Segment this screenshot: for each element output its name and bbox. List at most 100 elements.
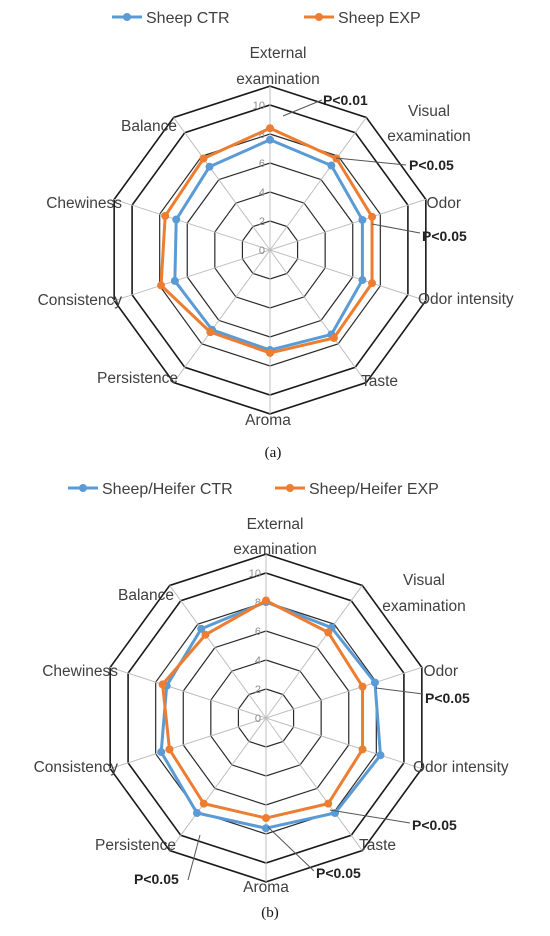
- axis-spoke: [265, 717, 363, 851]
- data-point: [266, 348, 274, 357]
- data-point: [199, 799, 208, 808]
- data-point: [329, 333, 338, 342]
- tick-label: 0: [255, 713, 261, 725]
- tick-label: 2: [255, 684, 261, 696]
- radar-chart-b: 0246810ExternalexaminationVisualexaminat…: [34, 481, 509, 921]
- legend-swatch-marker: [286, 484, 294, 492]
- axis-spoke: [173, 117, 271, 251]
- category-label: Consistency: [38, 292, 123, 309]
- axis-spoke: [110, 717, 267, 770]
- axis-spoke: [114, 198, 271, 251]
- axis-spoke: [173, 249, 271, 383]
- category-label: examination: [236, 71, 320, 88]
- significance-label: P<0.05: [425, 690, 470, 706]
- tick-label: 8: [255, 597, 261, 609]
- legend-label: Sheep/Heifer EXP: [309, 481, 439, 498]
- axis-spoke: [269, 249, 426, 302]
- tick-label: 10: [249, 568, 261, 580]
- tick-label: 6: [259, 158, 265, 170]
- data-point: [157, 748, 166, 757]
- data-point: [368, 212, 377, 221]
- data-point: [266, 135, 274, 144]
- axis-spoke: [269, 198, 426, 251]
- category-label: External: [247, 516, 304, 533]
- tick-label: 4: [255, 655, 261, 667]
- data-point: [327, 161, 336, 170]
- tick-label: 6: [255, 626, 261, 638]
- significance-label: P<0.05: [422, 228, 467, 244]
- category-label: Aroma: [245, 412, 291, 429]
- category-label: examination: [382, 598, 466, 615]
- data-point: [197, 624, 206, 633]
- tick-label: 4: [259, 187, 265, 199]
- category-label: Odor intensity: [418, 291, 514, 308]
- significance-label: P<0.05: [409, 157, 454, 173]
- category-label: Odor: [424, 663, 458, 680]
- axis-spoke: [269, 249, 367, 383]
- data-point: [358, 215, 367, 224]
- panel-label: (a): [265, 445, 282, 461]
- category-label: Consistency: [34, 759, 119, 776]
- annotation-leader: [335, 157, 407, 166]
- series-exp: [157, 124, 377, 357]
- series-line: [161, 599, 365, 820]
- data-point: [205, 162, 214, 171]
- annotation-leader: [329, 809, 411, 824]
- data-point: [161, 211, 170, 220]
- category-label: Odor: [427, 195, 461, 212]
- legend-swatch-marker: [123, 13, 131, 21]
- category-label: examination: [387, 128, 471, 145]
- legend-swatch-marker: [315, 13, 323, 21]
- tick-label: 8: [259, 129, 265, 141]
- category-label: Visual: [403, 572, 445, 589]
- axis-spoke: [265, 585, 363, 719]
- data-point: [266, 124, 274, 133]
- data-point: [262, 596, 270, 605]
- category-label: Odor intensity: [413, 759, 509, 776]
- series-line: [173, 138, 364, 352]
- data-point: [192, 809, 201, 818]
- data-point: [358, 745, 367, 754]
- annotation-leader: [371, 223, 421, 234]
- axis-spoke: [169, 717, 267, 851]
- significance-label: P<0.01: [323, 92, 368, 108]
- legend-label: Sheep CTR: [146, 10, 230, 27]
- data-point: [370, 678, 379, 687]
- data-point: [199, 154, 208, 163]
- legend-label: Sheep EXP: [338, 10, 421, 27]
- data-point: [201, 630, 210, 639]
- axis-spoke: [110, 666, 267, 719]
- annotation-leader: [267, 826, 315, 872]
- data-point: [157, 281, 166, 290]
- category-label: Taste: [359, 837, 396, 854]
- series-exp: [158, 596, 367, 823]
- data-point: [262, 824, 270, 833]
- axis-spoke: [114, 249, 271, 302]
- panel-label: (b): [261, 905, 279, 921]
- legend: Sheep CTR Sheep EXP: [112, 10, 421, 27]
- annotation-leader: [187, 834, 201, 881]
- radar-chart-a: 0246810ExternalexaminationVisualexaminat…: [38, 10, 514, 461]
- data-point: [376, 751, 385, 760]
- axis-spoke: [269, 117, 367, 251]
- category-label: examination: [233, 541, 317, 558]
- data-point: [262, 814, 270, 823]
- data-point: [206, 328, 215, 337]
- category-label: Persistence: [95, 837, 176, 854]
- category-label: External: [250, 45, 307, 62]
- category-label: Chewiness: [42, 663, 118, 680]
- data-point: [165, 745, 174, 754]
- category-label: Visual: [408, 103, 450, 120]
- tick-label: 0: [259, 245, 265, 257]
- data-point: [158, 680, 167, 689]
- significance-label: P<0.05: [316, 865, 361, 881]
- data-point: [324, 799, 333, 808]
- axis-spoke: [265, 666, 422, 719]
- category-label: Taste: [361, 373, 398, 390]
- axis-spoke: [265, 717, 422, 770]
- category-label: Chewiness: [46, 195, 122, 212]
- annotation-leader: [375, 687, 424, 695]
- category-label: Balance: [118, 587, 174, 604]
- category-label: Balance: [121, 118, 177, 135]
